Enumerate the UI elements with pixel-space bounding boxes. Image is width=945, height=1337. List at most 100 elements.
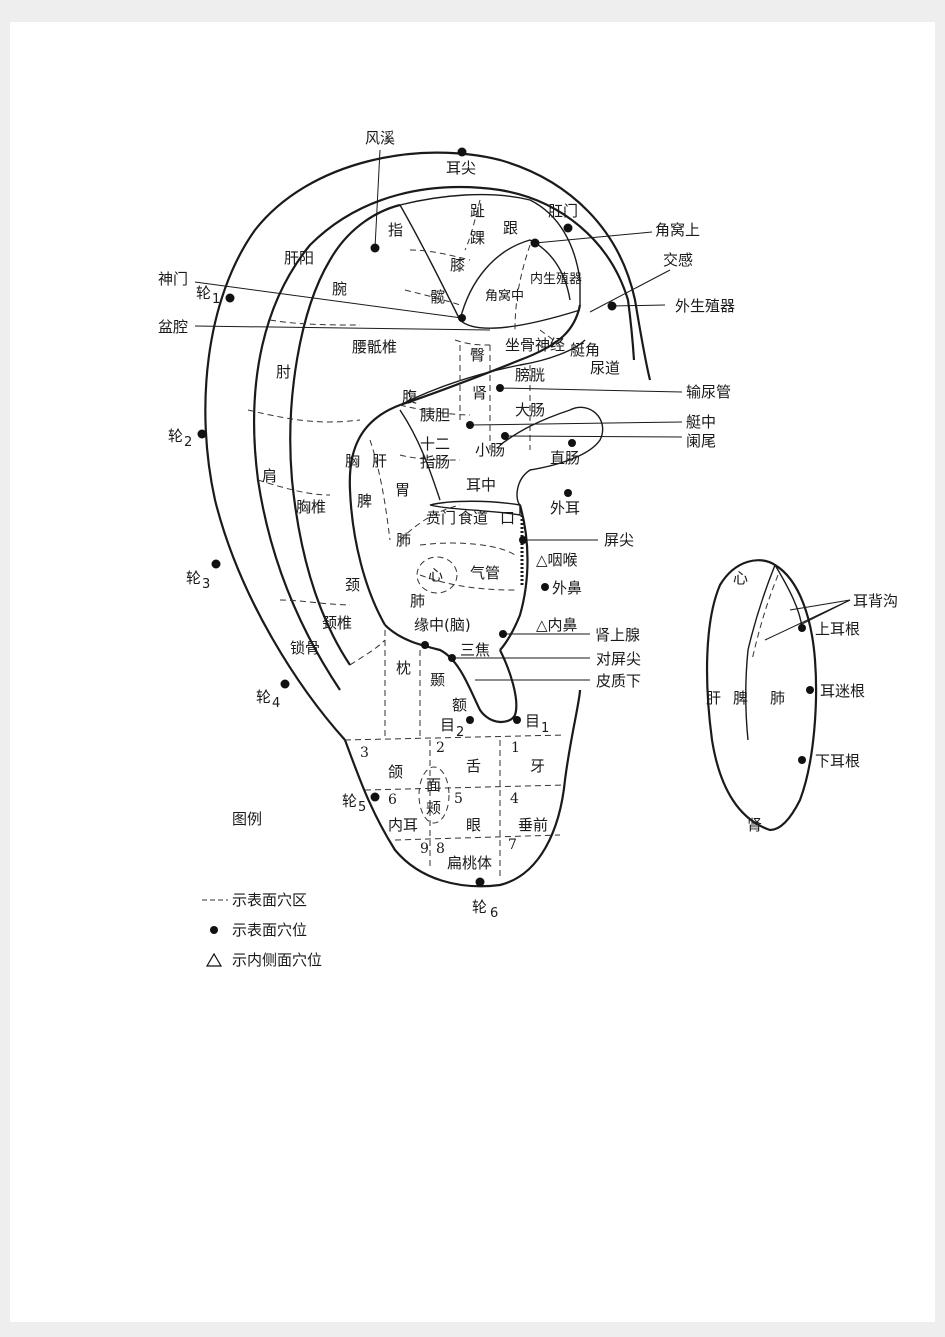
helix-point-labels: 轮 1 轮 2 轮 3 轮 4 轮 5 轮 6 xyxy=(168,284,498,921)
lobe-mian: 面 xyxy=(426,776,441,794)
lobe-chui-qian: 垂前 xyxy=(518,816,548,834)
back-label-fei: 肺 xyxy=(770,689,785,707)
tragus-outline xyxy=(499,504,529,651)
lobe-num-1: 1 xyxy=(511,740,520,756)
lobe-num-4: 4 xyxy=(510,791,519,807)
label-pi-zhi-xia: 皮质下 xyxy=(596,672,641,690)
label-kuan: 髋 xyxy=(430,288,445,306)
triangular-fossa-upper xyxy=(399,193,581,305)
concha-arc xyxy=(499,406,604,506)
label-jiao-gan: 交感 xyxy=(663,251,693,269)
label-lun5-sub: 5 xyxy=(358,800,366,815)
cymba-concha-line xyxy=(399,339,586,406)
label-qi-guan: 气管 xyxy=(470,564,500,582)
label-xiong: 胸 xyxy=(345,452,360,470)
label-xiong-zhui: 胸椎 xyxy=(296,498,326,516)
surface-acupoint-dots xyxy=(197,147,617,887)
label-lun6-sub: 6 xyxy=(490,906,498,921)
back-label-shen: 肾 xyxy=(747,816,762,834)
label-jiao-wo-zhong: 角窝中 xyxy=(485,288,524,304)
lobe-jia: 颊 xyxy=(426,799,441,817)
lobe-han: 颌 xyxy=(388,763,403,781)
label-ben-men: 贲门 xyxy=(426,509,456,527)
label-mu1: 目 xyxy=(525,712,540,730)
label-nie: 颞 xyxy=(430,671,445,689)
lobe-nei-er: 内耳 xyxy=(388,816,418,834)
label-suo-gu: 锁骨 xyxy=(290,639,320,657)
label-lan-wei: 阑尾 xyxy=(686,432,716,450)
label-niao-dao: 尿道 xyxy=(590,359,620,377)
label-wan: 腕 xyxy=(332,280,347,298)
label-wai-sheng-zhi-qi: 外生殖器 xyxy=(675,297,735,315)
legend-item-point: 示表面穴位 xyxy=(232,921,307,939)
lobe-num-2: 2 xyxy=(436,740,445,756)
label-jing: 颈 xyxy=(345,576,360,594)
label-wai-bi: 外鼻 xyxy=(552,579,582,597)
label-shi-dao: 食道 xyxy=(458,509,488,527)
ear-back-view: 心 肝 脾 肺 肾 耳背沟 上耳根 耳迷根 下耳根 xyxy=(705,559,898,834)
lobe-bian-tao-ti: 扁桃体 xyxy=(447,854,492,872)
back-label-shang-er-gen: 上耳根 xyxy=(815,620,860,638)
lobe-num-3: 3 xyxy=(360,745,369,761)
helix-inner-outline xyxy=(253,185,636,691)
label-lun2-sub: 2 xyxy=(184,435,192,450)
label-mu2: 目 xyxy=(440,716,455,734)
label-fu: 腹 xyxy=(402,388,417,406)
back-label-xin: 心 xyxy=(733,569,748,587)
label-gan: 肝 xyxy=(372,452,387,470)
back-label-er-mi-gen: 耳迷根 xyxy=(820,682,865,700)
label-shi-er: 十二 xyxy=(420,435,450,453)
label-xi: 膝 xyxy=(450,256,465,274)
label-tun: 臀 xyxy=(470,346,485,364)
lobe-num-7: 7 xyxy=(508,837,517,853)
label-mu2-sub: 2 xyxy=(456,725,464,740)
lobe-yan: 眼 xyxy=(466,816,481,834)
legend-item-inner: 示内侧面穴位 xyxy=(232,951,322,969)
label-fei: 肺 xyxy=(396,531,411,549)
label-xiao-chang: 小肠 xyxy=(475,441,505,459)
helix-outline xyxy=(204,151,652,741)
label-dui-ping-jian: 对屏尖 xyxy=(596,650,641,668)
label-lun1: 轮 xyxy=(196,284,211,302)
label-yi-dan: 胰胆 xyxy=(420,406,450,424)
helix-crus xyxy=(429,500,521,516)
lobe-num-9: 9 xyxy=(420,841,429,857)
label-lun6: 轮 xyxy=(472,898,487,916)
label-san-jiao: 三焦 xyxy=(460,641,490,659)
label-lun4-sub: 4 xyxy=(272,696,280,711)
label-nei-bi: △内鼻 xyxy=(536,616,578,634)
antihelix-outer xyxy=(289,203,401,666)
label-shen-men: 神门 xyxy=(158,270,188,288)
label-lun5: 轮 xyxy=(342,792,357,810)
label-feng-xi: 风溪 xyxy=(365,129,395,147)
zone-dividers xyxy=(247,199,566,880)
label-zhi-chang: 直肠 xyxy=(550,449,580,467)
leader-lines xyxy=(194,149,683,681)
label-zuo-gu-shen-jing: 坐骨神经 xyxy=(505,336,565,354)
label-zhou: 肘 xyxy=(276,363,291,381)
label-gen: 跟 xyxy=(503,219,518,237)
label-yan-hou: △咽喉 xyxy=(536,551,578,569)
label-huai: 踝 xyxy=(470,229,485,247)
inferior-crus xyxy=(459,309,581,329)
label-e: 额 xyxy=(452,696,467,714)
label-wai-er: 外耳 xyxy=(550,499,580,517)
label-nei-sheng-zhi-qi: 内生殖器 xyxy=(530,271,582,287)
label-zhi-finger: 指 xyxy=(388,221,403,239)
lobe-outline xyxy=(343,689,582,888)
label-lun1-sub: 1 xyxy=(212,292,220,307)
label-ping-jian: 屏尖 xyxy=(604,531,634,549)
lobe-num-6: 6 xyxy=(388,792,397,808)
label-zhi-toe: 趾 xyxy=(470,202,485,220)
label-mu1-sub: 1 xyxy=(541,721,549,736)
lobe-ya: 牙 xyxy=(530,757,545,775)
label-lun3-sub: 3 xyxy=(202,577,210,592)
label-lun4: 轮 xyxy=(256,688,271,706)
antihelix-inner xyxy=(348,304,582,626)
label-lun2: 轮 xyxy=(168,427,183,445)
label-pang-guang: 膀胱 xyxy=(515,366,545,384)
label-er-jian: 耳尖 xyxy=(446,159,476,177)
label-zhi-chang-duo: 指肠 xyxy=(420,453,450,471)
concha-cavum xyxy=(399,409,441,501)
legend: 图例 示表面穴区 示表面穴位 示内侧面穴位 xyxy=(202,810,322,969)
